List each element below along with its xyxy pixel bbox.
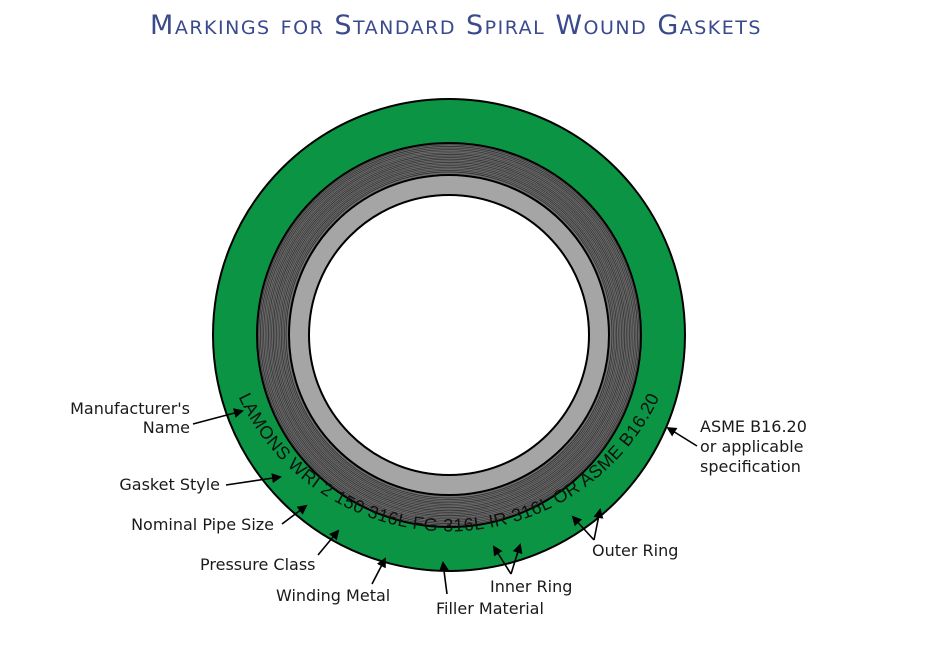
gasket-style-label: Gasket Style: [119, 475, 220, 494]
winding-line: [272, 158, 626, 512]
winding-line: [260, 146, 638, 524]
winding-line: [264, 150, 634, 520]
winding-line: [284, 170, 614, 500]
winding-line: [280, 166, 618, 504]
winding-line: [274, 160, 624, 510]
page-title: Markings for Standard Spiral Wound Gaske…: [150, 10, 762, 41]
outer-ring-arrow-b: [593, 508, 604, 541]
winding-metal-arrow: [371, 557, 386, 585]
callout-labels: Manufacturer's Name Gasket Style Nominal…: [70, 399, 807, 618]
filler-material-arrow: [439, 561, 449, 595]
winding-line: [279, 165, 619, 505]
winding-line: [263, 149, 635, 521]
winding-line: [277, 163, 621, 507]
winding-line: [268, 154, 630, 516]
winding-line: [276, 162, 622, 508]
manufacturer-label-line1: Manufacturer's: [70, 399, 190, 418]
manufacturer-arrow: [192, 408, 244, 425]
filler-material-label: Filler Material: [436, 599, 544, 618]
outer-ring-label: Outer Ring: [592, 541, 678, 560]
pressure-class-arrow: [317, 529, 340, 556]
manufacturer-label-line2: Name: [143, 418, 190, 437]
callout-arrows: [192, 408, 698, 595]
winding-line: [269, 155, 629, 515]
inner-ring-arrow-a: [492, 545, 512, 575]
inner-ring-arrow-b: [510, 543, 523, 575]
winding-line: [271, 157, 627, 513]
winding-line: [282, 168, 616, 502]
winding-metal-label: Winding Metal: [276, 586, 390, 605]
gasket: LAMONS WRI 2 150 316L FG 316L IR 316L OR…: [212, 98, 686, 572]
asme-arrow: [666, 426, 698, 447]
nominal-pipe-size-arrow: [281, 504, 308, 525]
asme-label-line1: ASME B16.20: [700, 417, 807, 436]
winding-line: [266, 152, 632, 518]
winding-line: [261, 147, 637, 523]
asme-label-line3: specification: [700, 457, 801, 476]
nominal-pipe-size-label: Nominal Pipe Size: [131, 515, 274, 534]
pressure-class-label: Pressure Class: [200, 555, 316, 574]
asme-label-line2: or applicable: [700, 437, 804, 456]
winding-lines: [258, 144, 640, 526]
winding-line: [285, 171, 613, 499]
winding-line: [258, 144, 640, 526]
gasket-style-arrow: [225, 473, 282, 486]
gasket-bore: [308, 194, 590, 476]
outer-ring-arrow-a: [571, 515, 595, 541]
inner-ring-label: Inner Ring: [490, 577, 572, 596]
